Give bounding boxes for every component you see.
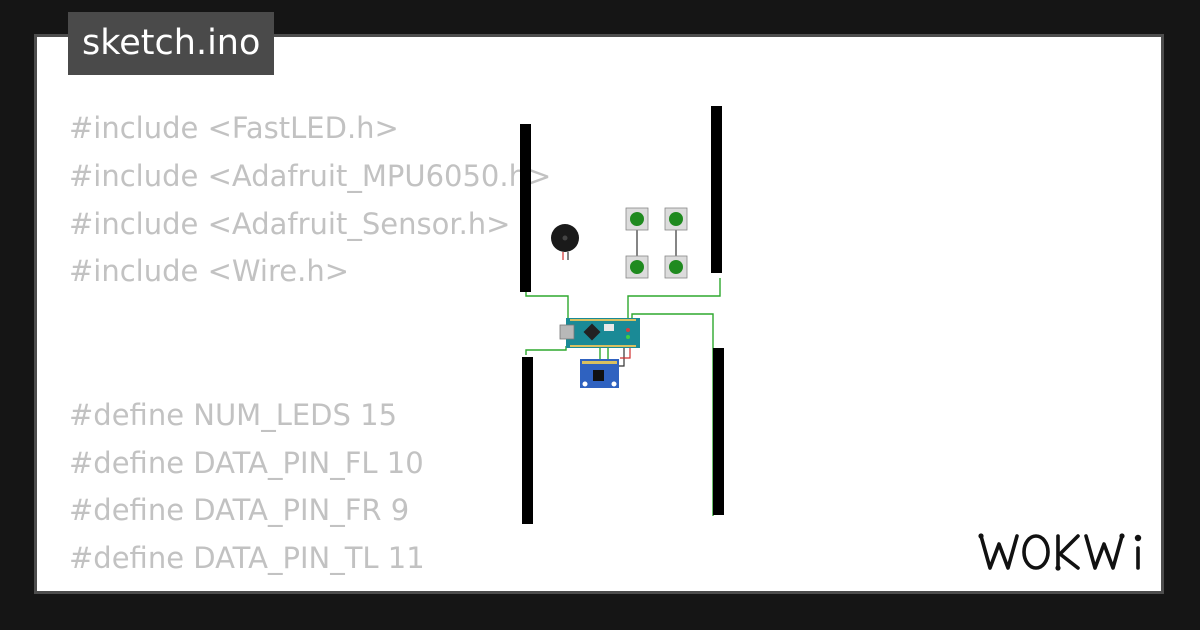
arduino-nano	[559, 318, 640, 348]
mpu6050-sensor	[580, 359, 619, 388]
code-line: #define DATA_PIN_FR 9	[69, 493, 410, 528]
pushbutton	[664, 255, 688, 279]
wire	[525, 292, 569, 320]
code-line: #include <Adafruit_MPU6050.h>	[69, 158, 552, 193]
wires	[525, 278, 721, 516]
wokwi-logo	[978, 533, 1142, 571]
led-strip	[711, 106, 722, 273]
file-tab[interactable]: sketch.ino	[68, 12, 275, 75]
code-line: #include <Wire.h>	[69, 254, 350, 289]
pushbutton	[625, 207, 649, 231]
wire	[627, 278, 721, 318]
file-tab-label: sketch.ino	[82, 23, 261, 63]
code-line: #define DATA_PIN_TL 11	[69, 541, 425, 576]
wire	[525, 346, 567, 355]
pushbutton	[664, 207, 688, 231]
code-line: #include <FastLED.h>	[69, 111, 399, 145]
led-strip	[713, 348, 724, 515]
code-line: #define DATA_PIN_TR 12	[69, 583, 551, 591]
wire	[631, 313, 714, 516]
code-line: #define NUM_LEDS 15	[69, 397, 398, 432]
buzzer	[551, 224, 579, 260]
wire	[620, 346, 631, 359]
pushbutton	[625, 255, 649, 279]
code-line: #define DATA_PIN_FL 10	[69, 445, 424, 480]
code-line: #include <Adafruit_Sensor.h>	[69, 206, 511, 241]
led-strip	[520, 124, 531, 292]
code-preview: #include <FastLED.h> #include <Adafruit_M…	[69, 105, 552, 591]
preview-card: #include <FastLED.h> #include <Adafruit_M…	[34, 34, 1164, 594]
led-strip	[522, 357, 533, 524]
